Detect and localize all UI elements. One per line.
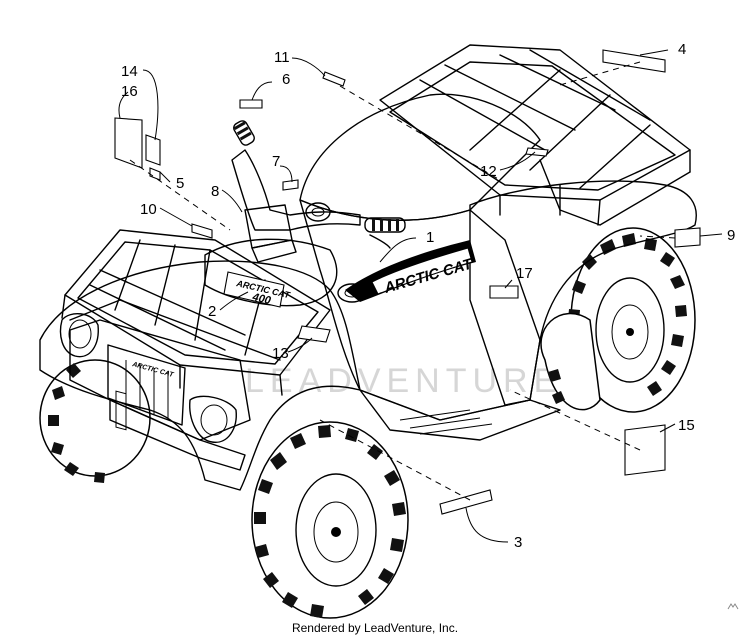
decal-12 bbox=[525, 147, 549, 157]
leadventure-mark bbox=[727, 603, 739, 610]
rear-right-wheel bbox=[568, 227, 696, 413]
decal-3 bbox=[439, 489, 493, 515]
callout-8: 8 bbox=[211, 183, 219, 200]
rear-rack bbox=[379, 44, 691, 226]
callout-3: 3 bbox=[514, 534, 522, 551]
decal-14-16 bbox=[114, 117, 161, 181]
callout-15: 15 bbox=[678, 417, 695, 434]
callout-17: 17 bbox=[516, 265, 533, 282]
callout-4: 4 bbox=[678, 41, 686, 58]
decal-rear-fender-side bbox=[674, 227, 701, 248]
rear-left-wheel bbox=[540, 312, 601, 411]
front-rack bbox=[61, 229, 331, 396]
decal-hood: ARCTIC CAT 400 bbox=[223, 271, 292, 308]
callout-12: 12 bbox=[480, 163, 497, 180]
decal-side: ARCTIC CAT bbox=[345, 240, 476, 302]
right-headlight bbox=[189, 395, 237, 443]
decal-13 bbox=[297, 325, 331, 343]
decal-17 bbox=[489, 285, 519, 299]
watermark: LEADVENTURE bbox=[245, 362, 562, 400]
front-left-wheel bbox=[39, 359, 151, 483]
callout-1: 1 bbox=[426, 229, 434, 246]
callout-11: 11 bbox=[274, 49, 290, 66]
callout-7: 7 bbox=[272, 153, 280, 170]
callout-6: 6 bbox=[282, 71, 290, 88]
decal-10 bbox=[191, 223, 213, 239]
callout-13: 13 bbox=[272, 345, 289, 362]
left-headlight bbox=[59, 313, 99, 358]
callouts: 1 2 3 4 5 6 7 8 9 10 11 12 13 14 15 16 1… bbox=[121, 41, 735, 551]
callout-10: 10 bbox=[140, 201, 157, 218]
footer-credit: Rendered by LeadVenture, Inc. bbox=[291, 621, 459, 635]
decal-left-rear-fender bbox=[602, 49, 666, 73]
svg-text:LEADVENTURE: LEADVENTURE bbox=[245, 362, 562, 400]
callout-9: 9 bbox=[727, 227, 735, 244]
handlebars bbox=[231, 120, 406, 263]
callout-5: 5 bbox=[176, 175, 184, 192]
decal-11 bbox=[322, 71, 346, 87]
front-right-wheel bbox=[251, 421, 409, 619]
leader-lines bbox=[118, 49, 723, 543]
decal-15 bbox=[624, 424, 666, 476]
callout-2: 2 bbox=[208, 303, 216, 320]
callout-14: 14 bbox=[121, 63, 138, 80]
decal-7 bbox=[282, 179, 299, 191]
decal-6 bbox=[239, 99, 263, 109]
svg-text:400: 400 bbox=[250, 291, 272, 307]
callout-16: 16 bbox=[121, 83, 138, 100]
